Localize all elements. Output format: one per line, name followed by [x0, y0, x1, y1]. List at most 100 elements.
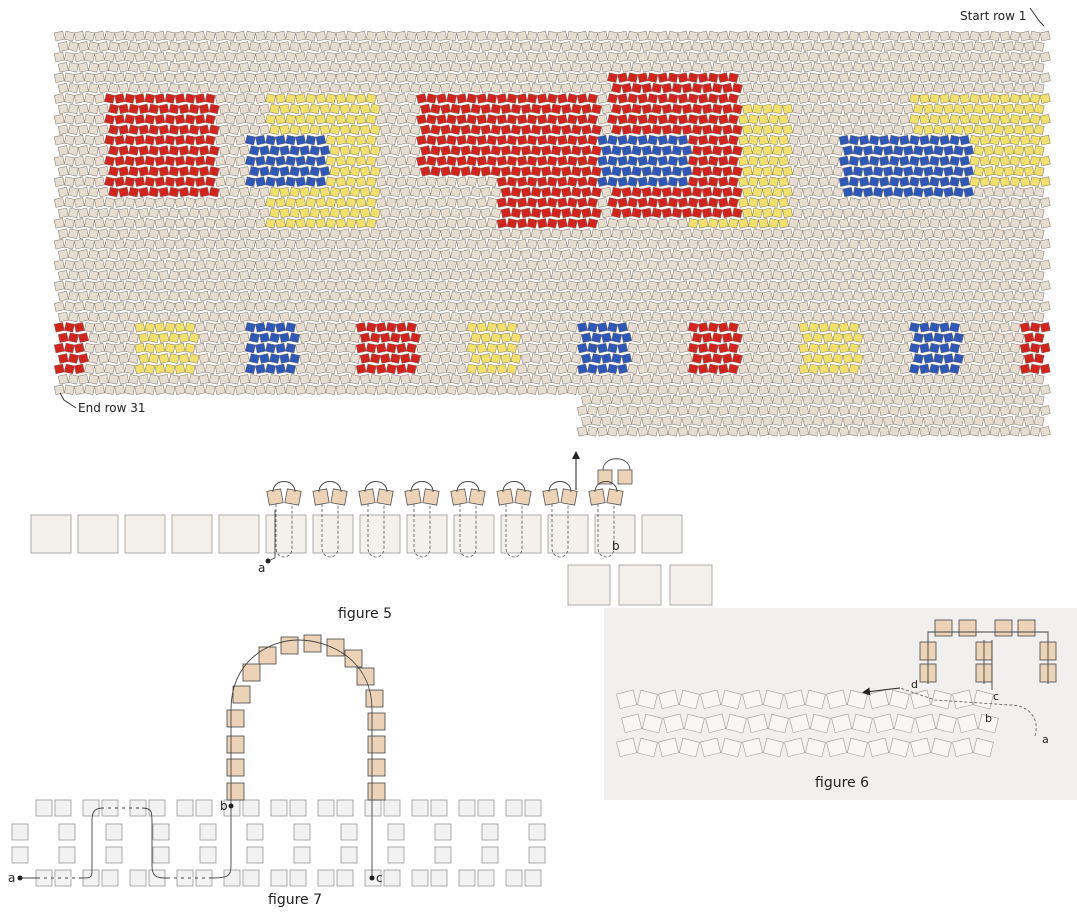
bead — [426, 218, 437, 229]
bead — [727, 197, 739, 208]
bead — [949, 155, 960, 167]
bead — [742, 374, 753, 385]
bead — [919, 238, 930, 250]
bead — [939, 30, 950, 42]
bead — [476, 301, 488, 312]
bead — [128, 270, 140, 281]
bead — [892, 311, 904, 323]
bead — [687, 280, 699, 291]
bead — [124, 363, 136, 375]
bead — [556, 51, 568, 63]
bead — [657, 426, 669, 437]
bead — [379, 62, 391, 73]
bead — [550, 145, 562, 156]
bead — [249, 166, 260, 177]
bead — [963, 207, 975, 219]
bead — [667, 259, 679, 271]
bead — [78, 166, 89, 177]
bead — [88, 41, 99, 52]
bead — [385, 238, 397, 250]
bead — [953, 124, 964, 135]
bead — [560, 166, 572, 177]
bead — [255, 114, 266, 125]
bead — [355, 72, 367, 83]
bead — [631, 41, 643, 52]
bead — [707, 197, 719, 208]
bead — [416, 134, 427, 146]
bead — [194, 301, 206, 312]
bead — [581, 145, 592, 156]
bead — [748, 51, 759, 63]
bead — [420, 290, 431, 302]
bead — [812, 270, 824, 281]
bead — [148, 186, 160, 198]
bead — [762, 249, 773, 260]
bead — [1003, 186, 1015, 198]
bead — [144, 363, 156, 375]
bead — [134, 218, 146, 229]
bead — [973, 103, 985, 115]
bead — [410, 166, 421, 177]
large-bead — [359, 514, 401, 554]
bead — [882, 207, 894, 219]
bead — [919, 114, 930, 125]
bead — [828, 72, 840, 83]
bead — [239, 311, 250, 323]
bead — [788, 197, 800, 208]
bead — [406, 259, 417, 271]
bead — [325, 114, 337, 125]
bead — [1023, 145, 1035, 156]
bead — [567, 384, 578, 395]
bead — [571, 249, 582, 260]
bead — [1039, 218, 1051, 229]
bead — [188, 374, 200, 385]
bead — [838, 72, 850, 83]
bead — [556, 30, 568, 42]
bead — [707, 384, 719, 395]
bead — [168, 228, 180, 239]
bead — [486, 218, 498, 229]
bead — [98, 290, 109, 302]
bead — [456, 259, 468, 271]
bead — [359, 166, 371, 177]
bead — [299, 186, 311, 198]
bead — [1003, 311, 1015, 323]
bead — [772, 145, 783, 156]
bead — [792, 124, 804, 135]
bead — [953, 394, 964, 406]
bead — [862, 270, 874, 281]
bead — [768, 301, 779, 312]
bead — [496, 238, 508, 250]
bead — [872, 41, 884, 52]
figure7-thread — [20, 639, 373, 879]
bead — [802, 145, 814, 156]
bead — [345, 197, 357, 208]
bead — [577, 134, 588, 146]
bead — [560, 124, 572, 135]
bead — [667, 218, 679, 229]
bead — [486, 259, 498, 271]
bead — [416, 384, 427, 395]
bead — [607, 155, 618, 167]
bead — [868, 72, 880, 83]
bead — [406, 322, 417, 333]
bead — [607, 322, 618, 333]
bead — [929, 322, 940, 333]
bead — [395, 322, 407, 333]
bead — [848, 176, 860, 187]
bead — [426, 72, 437, 83]
bead — [64, 134, 75, 146]
bead — [832, 332, 844, 343]
bead — [868, 176, 880, 187]
bead — [587, 176, 598, 187]
bead — [939, 238, 950, 250]
bead — [540, 270, 552, 281]
bead — [144, 218, 156, 229]
bead — [84, 218, 95, 229]
bead — [379, 145, 391, 156]
bead — [506, 218, 518, 229]
bead — [681, 249, 693, 260]
bead — [53, 176, 65, 187]
bead — [460, 186, 472, 198]
bead — [959, 218, 971, 229]
